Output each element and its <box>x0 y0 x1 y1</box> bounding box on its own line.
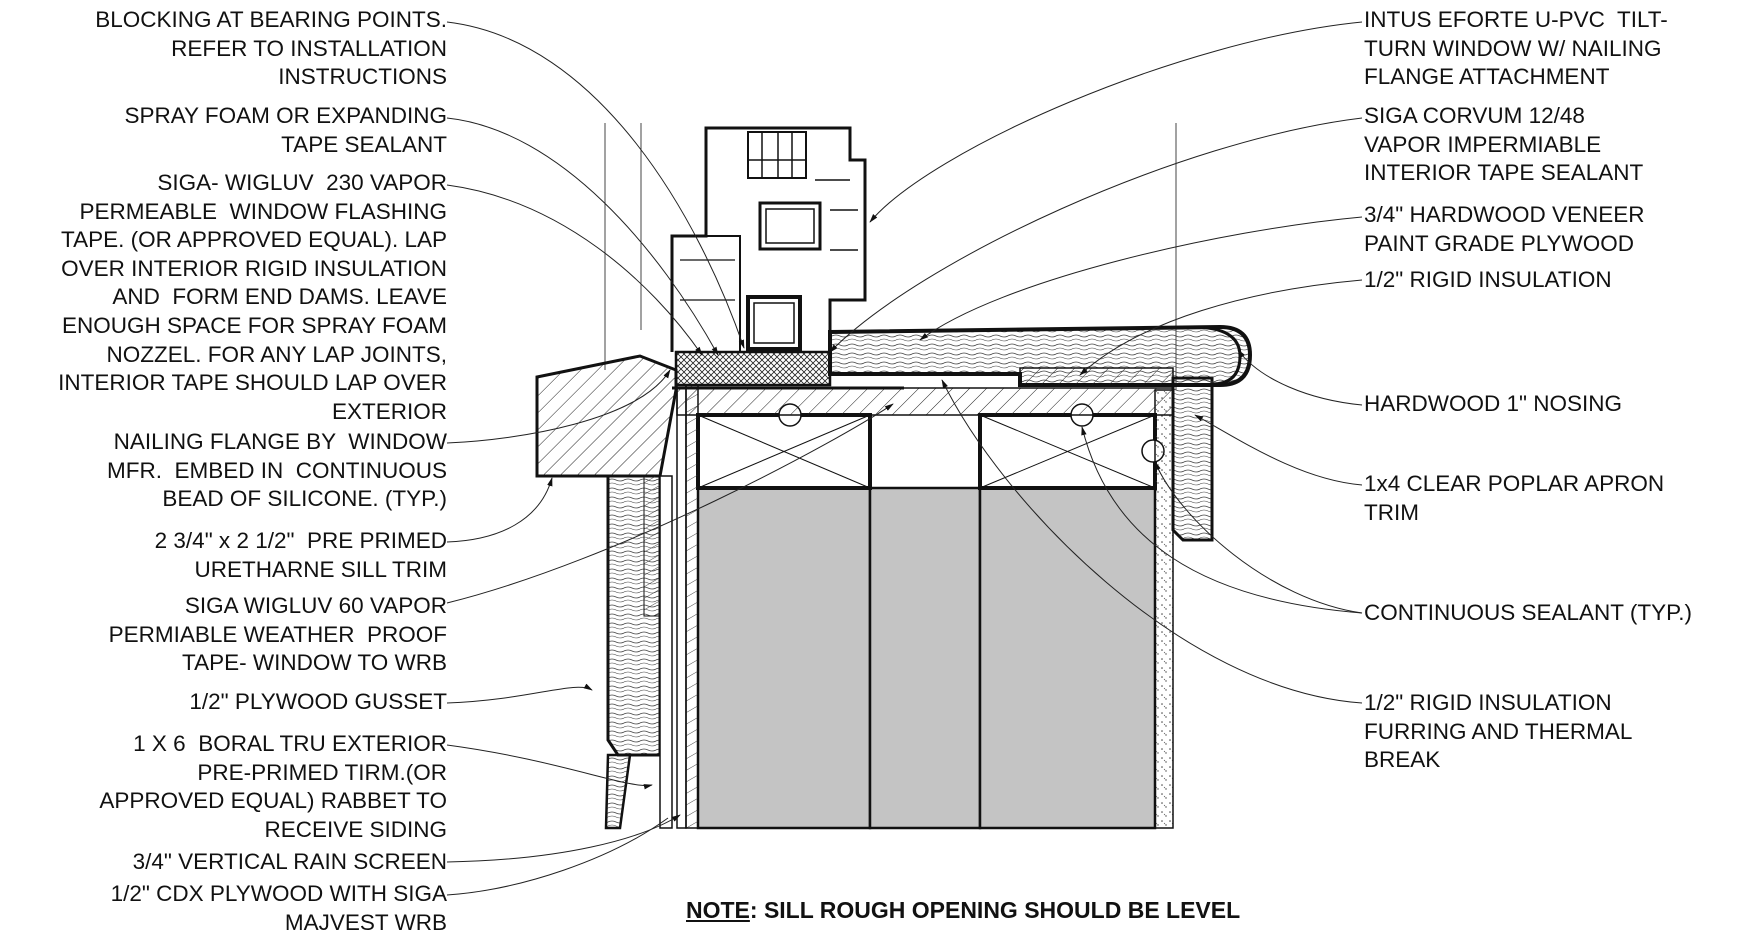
label-nailing-flange: NAILING FLANGE BY WINDOW MFR. EMBED IN CO… <box>107 428 447 514</box>
label-line: FURRING AND THERMAL <box>1364 718 1633 744</box>
label-line: SPRAY FOAM OR EXPANDING <box>124 103 447 128</box>
label-line: APPROVED EQUAL) RABBET TO <box>99 788 447 814</box>
framing-studs <box>696 486 1157 830</box>
label-line: OVER INTERIOR RIGID INSULATION <box>61 255 447 281</box>
label-cdx-plywood: 1/2" CDX PLYWOOD WITH SIGA MAJVEST WRB <box>111 880 447 937</box>
label-line: 1x4 CLEAR POPLAR APRON <box>1364 471 1665 496</box>
label-apron-trim: 1x4 CLEAR POPLAR APRON TRIM <box>1364 470 1664 527</box>
label-line: TRIM <box>1364 499 1419 525</box>
note-text: : SILL ROUGH OPENING SHOULD BE LEVEL <box>749 897 1241 923</box>
label-line: 1 X 6 BORAL TRU EXTERIOR <box>133 731 447 756</box>
siding <box>604 753 632 830</box>
label-line: 1/2" PLYWOOD GUSSET <box>189 689 447 714</box>
label-line: EXTERIOR <box>331 398 447 424</box>
label-line: AND FORM END DAMS. LEAVE <box>112 284 447 310</box>
window-frame-profile <box>670 126 867 352</box>
label-blocking: BLOCKING AT BEARING POINTS. REFER TO INST… <box>95 6 447 92</box>
label-line: REFER TO INSTALLATION <box>171 35 447 61</box>
label-line: MAJVEST WRB <box>284 909 447 935</box>
label-furring: 1/2" RIGID INSULATION FURRING AND THERMAL… <box>1364 689 1632 775</box>
blocking-boxes <box>696 413 1157 490</box>
note-prefix: NOTE <box>686 897 750 923</box>
label-line: SIGA- WIGLUV 230 VAPOR <box>157 170 447 195</box>
label-line: BLOCKING AT BEARING POINTS. <box>95 7 447 32</box>
label-line: BREAK <box>1364 747 1441 773</box>
label-line: 3/4" HARDWOOD VENEER <box>1364 202 1645 227</box>
label-line: TAPE. (OR APPROVED EQUAL). LAP <box>61 227 447 253</box>
label-plywood-gusset: 1/2" PLYWOOD GUSSET <box>189 688 447 717</box>
label-wigluv-230: SIGA- WIGLUV 230 VAPOR PERMEABLE WINDOW F… <box>58 169 447 426</box>
label-line: BEAD OF SILICONE. (TYP.) <box>162 486 447 512</box>
label-line: CONTINUOUS SEALANT (TYP.) <box>1364 600 1692 625</box>
label-line: TURN WINDOW W/ NAILING <box>1364 35 1662 61</box>
label-line: INTERIOR TAPE SHOULD LAP OVER <box>58 370 447 396</box>
label-line: INTERIOR TAPE SEALANT <box>1364 160 1644 186</box>
label-line: TAPE- WINDOW TO WRB <box>182 650 447 676</box>
label-line: MFR. EMBED IN CONTINUOUS <box>106 457 447 483</box>
label-line: 3/4" VERTICAL RAIN SCREEN <box>132 849 447 874</box>
label-line: PERMEABLE WINDOW FLASHING <box>79 198 447 224</box>
label-intus-window: INTUS EFORTE U-PVC TILT- TURN WINDOW W/ N… <box>1364 6 1668 92</box>
label-line: NOZZEL. FOR ANY LAP JOINTS, <box>106 341 448 367</box>
label-nosing: HARDWOOD 1" NOSING <box>1364 390 1622 419</box>
label-line: PERMIABLE WEATHER PROOF <box>108 621 447 647</box>
label-line: RECEIVE SIDING <box>264 816 447 842</box>
label-line: INTUS EFORTE U-PVC TILT- <box>1364 7 1668 32</box>
label-sealant: CONTINUOUS SEALANT (TYP.) <box>1364 599 1692 628</box>
label-rigid-insulation: 1/2" RIGID INSULATION <box>1364 266 1612 295</box>
interior-rigid-insulation <box>1019 367 1174 386</box>
label-line: TAPE SEALANT <box>281 131 447 157</box>
sill-note: NOTE: SILL ROUGH OPENING SHOULD BE LEVEL <box>686 897 1240 924</box>
label-line: 1/2" RIGID INSULATION <box>1364 267 1612 292</box>
label-line: HARDWOOD 1" NOSING <box>1364 391 1623 416</box>
sill-rigid-insulation <box>676 387 1174 416</box>
leader-lines <box>446 21 1363 896</box>
window-base-tape <box>674 350 832 387</box>
label-line: 1/2" RIGID INSULATION <box>1364 690 1612 715</box>
label-rain-screen: 3/4" VERTICAL RAIN SCREEN <box>133 848 447 877</box>
label-spray-foam: SPRAY FOAM OR EXPANDING TAPE SEALANT <box>124 102 447 159</box>
label-line: PRE-PRIMED TIRM.(OR <box>197 759 447 785</box>
label-line: FLANGE ATTACHMENT <box>1364 64 1610 90</box>
gusset-strip <box>643 475 661 617</box>
label-line: SIGA WIGLUV 60 VAPOR <box>184 593 447 618</box>
label-line: URETHARNE SILL TRIM <box>194 556 447 582</box>
label-line: NAILING FLANGE BY WINDOW <box>113 429 447 454</box>
label-line: INSTRUCTIONS <box>278 64 447 90</box>
label-line: ENOUGH SPACE FOR SPRAY FOAM <box>61 312 447 338</box>
label-wigluv-60: SIGA WIGLUV 60 VAPOR PERMIABLE WEATHER PR… <box>109 592 447 678</box>
label-line: 2 3/4" x 2 1/2" PRE PRIMED <box>154 528 447 553</box>
label-line: VAPOR IMPERMIABLE <box>1364 131 1602 157</box>
exterior-sill-trim <box>535 354 678 478</box>
label-line: SIGA CORVUM 12/48 <box>1364 103 1585 128</box>
rain-screen-strip <box>659 475 673 829</box>
label-boral-trim: 1 X 6 BORAL TRU EXTERIOR PRE-PRIMED TIRM.… <box>99 730 447 844</box>
label-sill-trim: 2 3/4" x 2 1/2" PRE PRIMED URETHARNE SILL… <box>155 527 447 584</box>
label-line: PAINT GRADE PLYWOOD <box>1364 230 1635 256</box>
label-line: 1/2" CDX PLYWOOD WITH SIGA <box>110 881 447 906</box>
apron-trim <box>1171 376 1214 542</box>
label-hardwood-veneer: 3/4" HARDWOOD VENEER PAINT GRADE PLYWOOD <box>1364 201 1645 258</box>
